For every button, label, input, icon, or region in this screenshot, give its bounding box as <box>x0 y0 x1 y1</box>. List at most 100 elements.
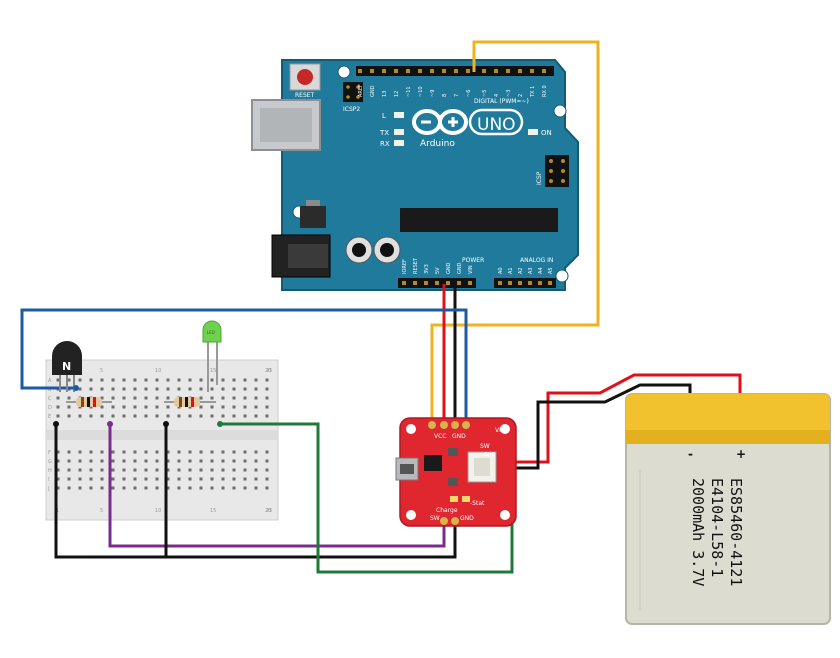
breadboard-hole <box>133 405 137 409</box>
breadboard-row-label: I <box>48 477 49 483</box>
breadboard-hole <box>243 477 247 481</box>
transistor-label: N <box>62 360 71 373</box>
breadboard-hole <box>177 477 181 481</box>
breadboard-hole <box>67 450 71 454</box>
digital-label: DIGITAL (PWM=~) <box>474 98 529 105</box>
breadboard-col-label: 5 <box>100 508 103 514</box>
breadboard-hole <box>243 468 247 472</box>
breadboard-hole <box>210 450 214 454</box>
breadboard-hole <box>199 486 203 490</box>
breadboard-hole <box>188 387 192 391</box>
breadboard-hole <box>56 405 60 409</box>
header-pin <box>538 281 542 285</box>
breadboard-hole <box>243 459 247 463</box>
pin-label: RX 0 <box>542 85 548 97</box>
header-pin <box>530 69 534 73</box>
header-pin <box>413 281 417 285</box>
header-pin <box>442 69 446 73</box>
reset-label: RESET <box>295 92 315 99</box>
breadboard-hole <box>111 468 115 472</box>
breadboard-hole <box>122 450 126 454</box>
charger-bottom-gnd-label: GND <box>460 515 474 522</box>
breadboard-hole <box>100 450 104 454</box>
breadboard-hole <box>78 450 82 454</box>
breadboard-hole <box>199 450 203 454</box>
breadboard-hole <box>188 477 192 481</box>
breadboard-hole <box>188 459 192 463</box>
breadboard-hole <box>177 387 181 391</box>
breadboard-hole <box>265 486 269 490</box>
breadboard-hole <box>243 378 247 382</box>
breadboard-hole <box>210 396 214 400</box>
breadboard-hole <box>56 378 60 382</box>
breadboard-hole <box>232 387 236 391</box>
reset-button[interactable] <box>289 63 321 91</box>
header-pin <box>518 69 522 73</box>
breadboard-hole <box>78 414 82 418</box>
header-pin <box>498 281 502 285</box>
breadboard-hole <box>243 387 247 391</box>
breadboard-hole <box>78 387 82 391</box>
pin-label: AREF <box>358 84 364 97</box>
breadboard-hole <box>56 450 60 454</box>
breadboard-hole <box>133 378 137 382</box>
breadboard-hole <box>254 405 258 409</box>
header-pin <box>508 281 512 285</box>
breadboard-hole <box>177 450 181 454</box>
breadboard-hole <box>67 378 71 382</box>
breadboard-hole <box>265 450 269 454</box>
breadboard-hole <box>221 414 225 418</box>
breadboard-hole <box>199 468 203 472</box>
breadboard-hole <box>67 405 71 409</box>
header-pin <box>382 69 386 73</box>
led-l-label: L <box>382 112 386 120</box>
breadboard-hole <box>155 378 159 382</box>
green-led <box>202 320 222 392</box>
breadboard-hole <box>232 450 236 454</box>
breadboard-hole <box>188 414 192 418</box>
breadboard-hole <box>166 405 170 409</box>
breadboard-hole <box>144 468 148 472</box>
breadboard-hole <box>122 396 126 400</box>
icsp2-label: ICSP2 <box>343 106 360 113</box>
breadboard-hole <box>265 387 269 391</box>
lipo-charger-board <box>395 417 517 527</box>
breadboard-hole <box>265 378 269 382</box>
breadboard-hole <box>144 387 148 391</box>
breadboard-hole <box>100 405 104 409</box>
breadboard-hole <box>89 468 93 472</box>
breadboard-hole <box>166 396 170 400</box>
purple-wire <box>108 424 446 548</box>
breadboard-hole <box>89 387 93 391</box>
breadboard-hole <box>56 459 60 463</box>
breadboard-hole <box>144 405 148 409</box>
breadboard-hole <box>89 477 93 481</box>
header-pin <box>506 69 510 73</box>
model-label: UNO <box>477 115 516 135</box>
led-tx <box>394 129 404 135</box>
breadboard-hole <box>144 459 148 463</box>
breadboard-hole <box>188 486 192 490</box>
breadboard-hole <box>100 387 104 391</box>
breadboard-hole <box>144 414 148 418</box>
breadboard-hole <box>56 477 60 481</box>
pin-label: 4 <box>494 94 500 97</box>
breadboard-row-label: B <box>48 387 52 393</box>
breadboard-hole <box>155 468 159 472</box>
breadboard-hole <box>265 396 269 400</box>
breadboard-hole <box>133 414 137 418</box>
breadboard-hole <box>232 414 236 418</box>
header-pin <box>418 69 422 73</box>
breadboard-hole <box>67 414 71 418</box>
breadboard-hole <box>166 477 170 481</box>
header-pin <box>457 281 461 285</box>
analog-pin-label: A5 <box>548 267 554 274</box>
header-pin <box>435 281 439 285</box>
breadboard-hole <box>199 396 203 400</box>
breadboard-col-label: 20 <box>265 508 271 514</box>
breadboard-hole <box>122 414 126 418</box>
breadboard-hole <box>221 459 225 463</box>
